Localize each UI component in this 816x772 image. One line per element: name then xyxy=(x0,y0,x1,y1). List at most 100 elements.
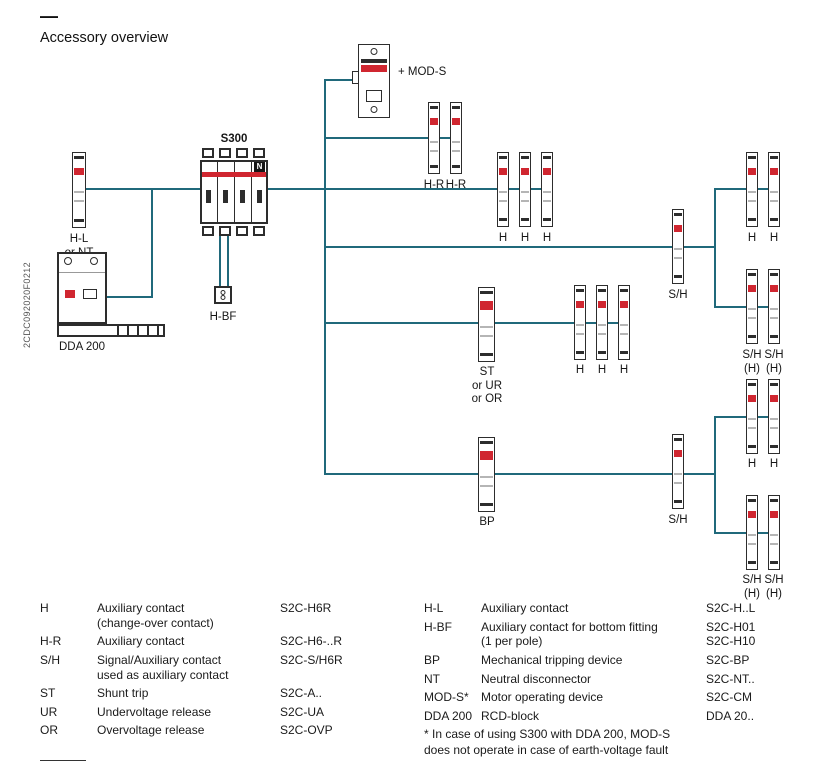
screw-icon xyxy=(370,106,378,113)
body-line xyxy=(480,326,493,328)
terminal-mark xyxy=(748,335,756,338)
body-line xyxy=(452,141,460,143)
body-line xyxy=(748,200,756,202)
body-line xyxy=(452,150,460,152)
terminal-mark xyxy=(770,499,778,502)
toggle-lever xyxy=(257,190,262,203)
terminal-mark xyxy=(748,561,756,564)
device-label-h-r-1: H-R xyxy=(423,179,445,191)
terminal-mark xyxy=(748,499,756,502)
toggle-lever xyxy=(223,190,228,203)
terminal-mark xyxy=(452,165,460,168)
device-label-s-h-upper: S/H xyxy=(668,289,688,301)
device-label-h-top-2: H xyxy=(520,232,530,244)
red-band xyxy=(480,301,493,310)
device-h-r-2 xyxy=(450,102,462,174)
terminal-mark xyxy=(770,156,778,159)
body-line xyxy=(74,200,84,202)
red-band xyxy=(770,511,778,518)
body-line xyxy=(620,333,628,335)
terminal-mark xyxy=(543,156,551,159)
legend-desc: Overvoltage release xyxy=(97,723,205,738)
red-band xyxy=(521,168,529,175)
connector-right-lower-vertical xyxy=(714,416,716,534)
legend-row: H-R Auxiliary contact S2C-H6-..R xyxy=(40,634,424,649)
body-line xyxy=(576,333,584,335)
device-h-mid-2 xyxy=(596,285,608,360)
legend-desc: Auxiliary contact xyxy=(97,634,185,649)
device-s-h-upper xyxy=(672,209,684,284)
terminal-mark xyxy=(770,273,778,276)
device-label-h-right-bot-2: H xyxy=(769,458,779,470)
connector-main-bus xyxy=(86,188,553,190)
legend-code: S2C-BP xyxy=(706,652,750,667)
red-band xyxy=(770,168,778,175)
screw-icon xyxy=(370,48,378,55)
body-line xyxy=(620,324,628,326)
terminal-mark xyxy=(576,289,584,292)
body-line xyxy=(770,317,778,319)
device-label-s-h-lower: S/H xyxy=(668,514,688,526)
legend-term: H-BF xyxy=(424,619,452,634)
legend-code: S2C-H6-..R xyxy=(280,634,343,649)
body-line xyxy=(576,324,584,326)
red-band xyxy=(748,285,756,292)
legend-code: S2C-H..L xyxy=(706,601,756,615)
terminal-mark xyxy=(674,275,682,278)
legend-desc: RCD-block xyxy=(481,708,540,723)
screw-icon xyxy=(64,257,72,265)
footnote: * In case of using S300 with DDA 200, MO… xyxy=(424,727,671,757)
legend-term: NT xyxy=(424,671,440,686)
contact-dot xyxy=(220,290,226,295)
terminal-mark xyxy=(748,156,756,159)
red-band xyxy=(499,168,507,175)
body-line xyxy=(499,200,507,202)
body-line xyxy=(748,543,756,545)
body-line xyxy=(59,272,105,273)
body-line xyxy=(521,200,529,202)
contact-dot xyxy=(220,295,226,300)
bottom-terminal xyxy=(236,226,248,236)
device-h-right-bot-1 xyxy=(746,379,758,454)
device-label-h-top-1: H xyxy=(498,232,508,244)
front-plate xyxy=(366,90,382,102)
red-band xyxy=(480,451,493,460)
device-h-bf xyxy=(214,286,232,304)
legend-term: ST xyxy=(40,686,56,701)
page-title: Accessory overview xyxy=(40,30,169,46)
terminal-mark xyxy=(430,106,438,109)
legend-term: UR xyxy=(40,704,58,719)
legend-code: S2C-OVP xyxy=(280,723,333,738)
terminal-mark xyxy=(598,289,606,292)
legend-desc: Auxiliary contact for bottom fitting (1 … xyxy=(481,619,658,649)
terminal-mark xyxy=(770,561,778,564)
terminal-mark xyxy=(770,383,778,386)
bottom-terminal xyxy=(219,226,231,236)
body-line xyxy=(598,324,606,326)
device-label-s-h-h-upper-2: S/H (H) xyxy=(764,349,784,375)
terminal-mark xyxy=(74,219,84,222)
terminal-mark xyxy=(452,106,460,109)
legend-term: H-R xyxy=(40,634,62,649)
legend-code: S2C-S/H6R xyxy=(280,652,343,667)
legend-term: DDA 200 xyxy=(424,708,473,723)
body-line xyxy=(480,476,493,478)
body-line xyxy=(770,427,778,429)
connector-bp-branch xyxy=(326,473,716,475)
terminal-mark xyxy=(430,165,438,168)
legend-code: S2C-A.. xyxy=(280,686,323,701)
red-band xyxy=(74,168,84,175)
body-line xyxy=(74,191,84,193)
terminal-mark xyxy=(748,445,756,448)
body-line xyxy=(543,191,551,193)
terminal-mark xyxy=(543,218,551,221)
base-fin xyxy=(157,324,159,337)
terminal-mark xyxy=(674,500,682,503)
terminal-mark xyxy=(748,273,756,276)
terminal-mark xyxy=(521,156,529,159)
bottom-terminal xyxy=(202,226,214,236)
